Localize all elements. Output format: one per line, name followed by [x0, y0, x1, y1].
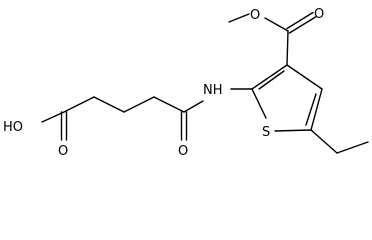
- bond-ester-c-o-double-a: [286, 11, 314, 30]
- chemical-structure: HO O O NH S O O: [3, 7, 369, 159]
- atom-label-ho: HO: [3, 120, 23, 135]
- bond-o-methyl: [228, 13, 250, 23]
- bond-ch2-ch3: [336, 141, 369, 154]
- bond-c5-ch2: [310, 129, 338, 154]
- bond-c4-c5: [153, 96, 185, 113]
- atom-label-o-amide: O: [178, 144, 188, 159]
- bond-ring-c5-s: [274, 129, 312, 132]
- bond-ring-c2-c3: [251, 64, 288, 90]
- bond-ring-c3-c4: [286, 64, 323, 90]
- bond-ho-c1: [41, 111, 65, 123]
- bond-c5-nh: [183, 100, 204, 113]
- bond-ester-c-o-single: [264, 17, 289, 32]
- atom-label-o-ester-ether: O: [250, 8, 260, 23]
- bonds: [41, 11, 369, 154]
- bond-ring-s-c2: [251, 88, 267, 119]
- bond-c3-c4: [123, 96, 155, 113]
- bond-ester-c-o-double-b: [288, 16, 317, 34]
- bond-ring-c2-c3-inner: [258, 70, 285, 90]
- bond-ring-c4-c5-inner: [305, 93, 317, 126]
- bond-c3-ester-c: [286, 30, 289, 66]
- atom-label-o-acid: O: [58, 144, 68, 159]
- atom-label-o-ester-carbonyl: O: [314, 7, 324, 22]
- bond-c2-c3: [93, 96, 125, 113]
- atom-labels: HO O O NH S O O: [3, 7, 324, 159]
- atom-label-nh: NH: [203, 83, 223, 98]
- bond-ring-c4-c5: [310, 88, 323, 131]
- atom-label-s: S: [262, 125, 270, 140]
- bond-c1-c2: [63, 96, 95, 113]
